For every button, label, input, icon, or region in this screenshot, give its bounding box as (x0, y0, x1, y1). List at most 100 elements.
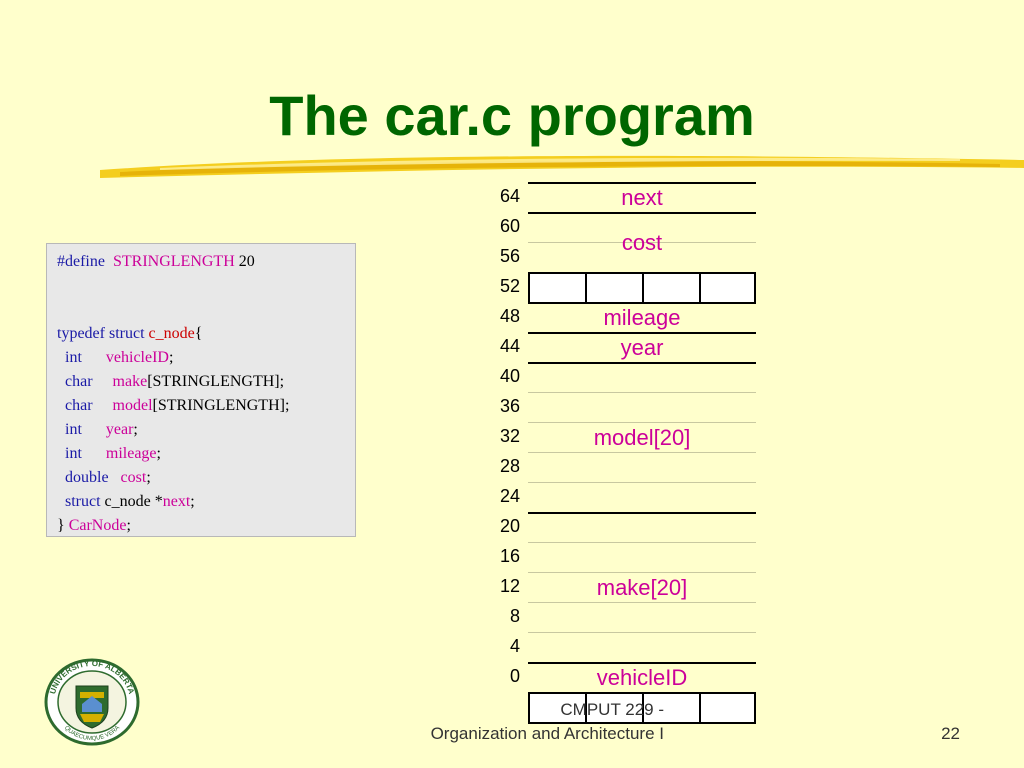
slide-title: The car.c program (269, 84, 755, 147)
course-footer: CMPUT 229 - Organization and Architectur… (360, 698, 664, 746)
open-brace: { (194, 325, 203, 342)
pointer-star: * (154, 493, 163, 510)
memory-cell-divider (585, 273, 587, 303)
memory-row-border (528, 722, 756, 724)
memory-row-border (528, 452, 756, 453)
memory-field-label-mileage: mileage (603, 305, 681, 330)
title-underline-brush (100, 155, 1024, 178)
memory-row-border (528, 662, 756, 664)
code-field-line: char model[STRINGLENGTH]; (57, 394, 345, 418)
memory-address: 56 (499, 246, 520, 266)
field-type: int (65, 421, 82, 438)
course-title: Organization and Architecture I (430, 724, 664, 743)
memory-row (528, 693, 756, 723)
field-type: int (65, 349, 82, 366)
memory-field-label-make: make[20] (596, 575, 688, 600)
field-name: mileage (105, 445, 157, 462)
memory-row-border (528, 182, 756, 184)
memory-address: 52 (499, 276, 520, 296)
code-typedef-line: typedef struct c_node{ (57, 322, 345, 346)
field-suffix: ; (156, 445, 161, 462)
course-code: CMPUT 229 - (560, 700, 664, 719)
memory-address: 44 (499, 336, 520, 356)
close-brace: } (57, 517, 65, 534)
memory-address: 28 (499, 456, 520, 476)
code-field-line: int vehicleID; (57, 346, 345, 370)
memory-row-border (528, 242, 756, 243)
field-name: model (112, 397, 153, 414)
typedef-keyword: typedef struct (57, 325, 145, 342)
memory-cell-divider (642, 693, 644, 723)
memory-row-border (528, 302, 756, 304)
memory-field-label-model: model[20] (593, 425, 691, 450)
memory-row-border (528, 392, 756, 393)
memory-row-border (528, 332, 756, 334)
memory-row-border (528, 362, 756, 364)
memory-address: 48 (499, 306, 520, 326)
typedef-name: CarNode (68, 517, 127, 534)
field-type: int (65, 445, 82, 462)
memory-row-border (528, 422, 756, 423)
struct-name: c_node (148, 325, 195, 342)
define-name: STRINGLENGTH (112, 253, 235, 270)
memory-cell-divider (699, 273, 701, 303)
field-suffix: [STRINGLENGTH]; (147, 373, 285, 390)
field-type: char (65, 397, 93, 414)
field-suffix: ; (168, 349, 174, 366)
define-keyword: #define (57, 253, 105, 270)
next-type: struct (65, 493, 101, 510)
page-number: 22 (941, 724, 960, 743)
field-type: char (65, 373, 93, 390)
memory-row-border (528, 482, 756, 483)
code-blank-line (57, 298, 345, 322)
memory-address: 12 (499, 576, 520, 596)
next-struct: c_node (104, 493, 151, 510)
memory-address: 60 (499, 216, 520, 236)
memory-address: 8 (509, 606, 520, 626)
define-value: 20 (238, 253, 255, 270)
memory-address: 16 (499, 546, 520, 566)
next-name: next (162, 493, 191, 510)
memory-address: 4 (509, 636, 520, 656)
field-name: vehicleID (105, 349, 169, 366)
memory-field-label-cost: cost (621, 230, 663, 255)
code-next-line: struct c_node *next; (57, 490, 345, 514)
memory-row (528, 273, 756, 303)
memory-row-border (528, 272, 756, 274)
code-field-line: int year; (57, 418, 345, 442)
memory-cell-divider (585, 693, 587, 723)
code-listing: #define STRINGLENGTH 20 typedef struct c… (46, 243, 356, 537)
memory-address: 40 (499, 366, 520, 386)
code-field-line: double cost; (57, 466, 345, 490)
code-field-line: char make[STRINGLENGTH]; (57, 370, 345, 394)
memory-field-label-vehicleid: vehicleID (596, 665, 688, 690)
memory-address: 0 (509, 666, 520, 686)
field-suffix: ; (133, 421, 138, 438)
memory-cell-divider (642, 273, 644, 303)
field-name: make (112, 373, 148, 390)
code-define-line: #define STRINGLENGTH 20 (57, 250, 345, 274)
memory-address: 32 (499, 426, 520, 446)
memory-field-label-next: next (621, 185, 663, 210)
memory-row-border (528, 572, 756, 573)
memory-row-border (528, 632, 756, 633)
memory-row-border (528, 542, 756, 543)
memory-row-border (528, 212, 756, 214)
next-suffix: ; (190, 493, 195, 510)
code-close-line: } CarNode; (57, 514, 345, 538)
memory-address: 36 (499, 396, 520, 416)
memory-address: 64 (499, 186, 520, 206)
memory-address: 20 (499, 516, 520, 536)
memory-cell-divider (699, 693, 701, 723)
field-suffix: [STRINGLENGTH]; (152, 397, 290, 414)
university-crest-logo: UNIVERSITY OF ALBERTA QUAECUMQUE VERA (44, 658, 140, 746)
code-field-line: int mileage; (57, 442, 345, 466)
field-suffix: ; (146, 469, 151, 486)
memory-field-label-year: year (620, 335, 664, 360)
memory-address: 24 (499, 486, 520, 506)
field-name: cost (120, 469, 147, 486)
code-blank-line (57, 274, 345, 298)
memory-row-border (528, 602, 756, 603)
field-name: year (105, 421, 134, 438)
field-type: double (65, 469, 109, 486)
